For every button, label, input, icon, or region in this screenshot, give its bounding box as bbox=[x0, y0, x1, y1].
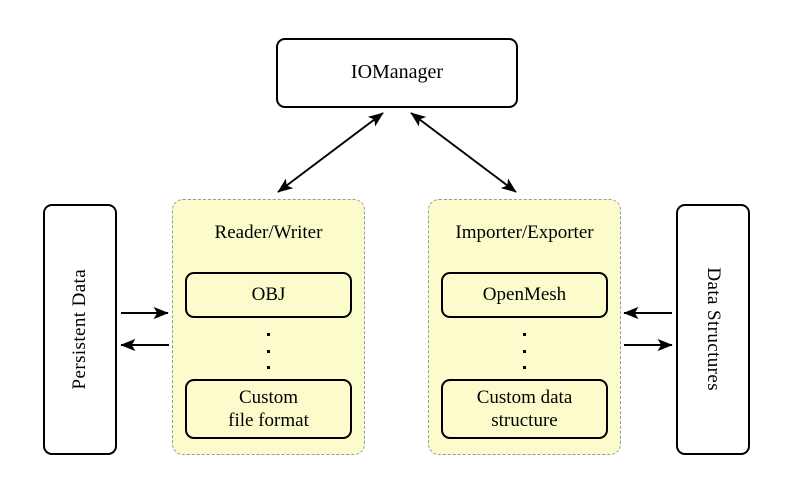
custom-data-structure-line1: Custom data bbox=[476, 386, 573, 408]
node-iomanager[interactable]: IOManager bbox=[276, 38, 518, 108]
ellipsis-importer-exporter bbox=[429, 333, 620, 369]
node-custom-data-structure[interactable]: Custom data structure bbox=[441, 379, 608, 439]
custom-data-structure-line2: structure bbox=[491, 410, 558, 431]
iomanager-label: IOManager bbox=[350, 61, 444, 84]
node-obj[interactable]: OBJ bbox=[185, 272, 352, 318]
node-data-structures[interactable]: Data Structures bbox=[676, 204, 750, 455]
node-custom-file-format[interactable]: Custom file format bbox=[185, 379, 352, 439]
custom-file-format-label: Custom file format bbox=[228, 386, 309, 432]
ellipsis-reader-writer bbox=[173, 333, 364, 369]
data-structures-label: Data Structures bbox=[703, 267, 725, 392]
connector-manager-importer-exporter bbox=[410, 112, 517, 193]
panel-importer-exporter-title: Importer/Exporter bbox=[455, 222, 594, 243]
custom-file-format-line1: Custom bbox=[238, 386, 299, 408]
obj-label: OBJ bbox=[251, 284, 286, 306]
panel-importer-exporter[interactable]: Importer/Exporter OpenMesh Custom data s… bbox=[428, 199, 621, 455]
persistent-data-label: Persistent Data bbox=[68, 269, 90, 390]
openmesh-label: OpenMesh bbox=[482, 284, 567, 306]
node-openmesh[interactable]: OpenMesh bbox=[441, 272, 608, 318]
custom-data-structure-label: Custom data structure bbox=[477, 386, 573, 432]
panel-reader-writer[interactable]: Reader/Writer OBJ Custom file format bbox=[172, 199, 365, 455]
connector-manager-reader-writer bbox=[277, 112, 384, 193]
panel-reader-writer-title: Reader/Writer bbox=[214, 222, 323, 243]
custom-file-format-line2: file format bbox=[228, 410, 309, 431]
node-persistent-data[interactable]: Persistent Data bbox=[43, 204, 117, 455]
